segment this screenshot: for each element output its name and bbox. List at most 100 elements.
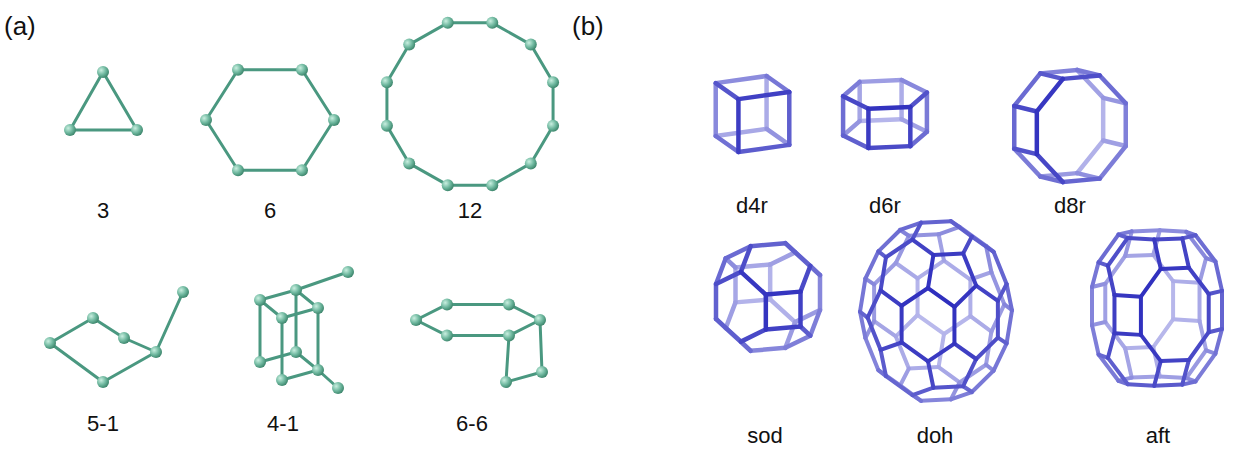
cage-edge <box>963 237 972 254</box>
cage-edge <box>908 107 913 146</box>
cage-edge <box>741 246 751 272</box>
ring-bond <box>448 21 493 24</box>
ring-bond <box>206 70 238 120</box>
cage-edge <box>1092 325 1099 354</box>
structure-label: sod <box>747 424 782 448</box>
cage-edge <box>1128 238 1154 240</box>
cage-edge <box>764 295 769 330</box>
ring-atom <box>442 17 454 29</box>
cage-edge <box>951 221 972 236</box>
ring-atom <box>500 376 512 388</box>
cage-edge <box>1103 284 1107 322</box>
cage-edge <box>1215 261 1222 290</box>
cage-edge <box>868 290 881 317</box>
ring-atom <box>410 314 422 326</box>
ring-atom <box>232 164 244 176</box>
cage-edge <box>1141 269 1161 297</box>
cage-edge <box>902 119 927 132</box>
ring-atom <box>534 314 546 326</box>
ring-structure <box>381 17 559 191</box>
structure-label: d6r <box>869 194 901 218</box>
cage-edge <box>714 284 719 319</box>
cage-edge <box>939 227 960 234</box>
cage-edge <box>818 275 823 310</box>
cage-edge <box>874 321 896 336</box>
cage-edge <box>770 299 795 322</box>
ring-bond <box>302 70 334 120</box>
ring-atom <box>547 120 559 132</box>
cage-edge <box>843 121 860 135</box>
cage-edge <box>843 135 868 148</box>
cage-edge <box>900 369 909 386</box>
cage-edge <box>1132 230 1160 231</box>
ring-atom <box>290 284 302 296</box>
cage-edge <box>994 252 1007 284</box>
ring-bond <box>103 72 137 130</box>
ring-atom <box>296 164 308 176</box>
cage-edge <box>886 376 912 395</box>
ring-atom <box>276 312 288 324</box>
cage-edge <box>1161 268 1189 269</box>
cage-edge <box>996 301 1000 338</box>
cage-edge <box>766 327 801 330</box>
cage-edge <box>881 350 886 376</box>
cage-edge <box>994 343 1007 370</box>
cage-edge <box>1215 329 1222 354</box>
cage-edge <box>1035 111 1040 154</box>
cage-edge <box>902 80 927 93</box>
cage-edge <box>868 146 910 148</box>
cage-edge <box>963 359 976 386</box>
cage-edge <box>716 272 741 284</box>
structure-label: 4-1 <box>267 412 299 436</box>
cage-edge <box>785 243 810 266</box>
ring-bond <box>238 68 302 71</box>
cage-edge <box>1207 294 1211 332</box>
cage-edge <box>1100 146 1126 179</box>
ring-atom <box>381 76 393 88</box>
cage-edge <box>1114 333 1140 335</box>
cage-edge <box>751 348 786 351</box>
ring-bond <box>492 23 531 45</box>
cage-edge <box>886 240 912 258</box>
ring-atom <box>118 332 130 344</box>
cage-edge <box>866 109 871 148</box>
cage-edge <box>952 307 956 344</box>
cage-edge <box>726 302 736 328</box>
cage-edge <box>939 234 944 260</box>
ring-structure <box>410 298 548 388</box>
cage-edge <box>881 342 902 349</box>
cage-edge <box>896 263 918 278</box>
cage-edge <box>1154 240 1161 269</box>
ring-bond <box>409 163 448 185</box>
ring-bond <box>552 82 555 125</box>
cage-edge <box>909 367 939 369</box>
ring-atom <box>442 179 454 191</box>
cage-structure <box>860 221 1012 401</box>
ring-bond <box>259 300 262 362</box>
cage-edge <box>1160 230 1186 232</box>
ring-atom <box>381 120 393 132</box>
cage-edge <box>860 279 865 312</box>
cage-edge <box>713 83 718 136</box>
ring-atom <box>97 66 109 78</box>
ring-structure <box>254 266 354 394</box>
cage-edge <box>1063 76 1100 79</box>
cage-edge <box>800 266 810 292</box>
cage-edge <box>1182 238 1189 267</box>
cage-edge <box>1063 179 1100 182</box>
cage-edge <box>1108 266 1115 295</box>
cage-edge <box>1153 319 1173 347</box>
cage-edge <box>976 286 998 301</box>
cage-edge <box>1139 297 1143 335</box>
cage-edge <box>764 76 769 129</box>
cage-edge <box>899 80 904 119</box>
cage-edge <box>976 338 998 359</box>
ring-bond <box>50 343 103 382</box>
cage-edge <box>1171 281 1175 319</box>
cage-edge <box>902 342 928 361</box>
cage-edge <box>1125 231 1132 256</box>
ring-bond <box>447 334 509 337</box>
ring-bond <box>50 318 93 343</box>
cage-edge <box>860 119 902 121</box>
